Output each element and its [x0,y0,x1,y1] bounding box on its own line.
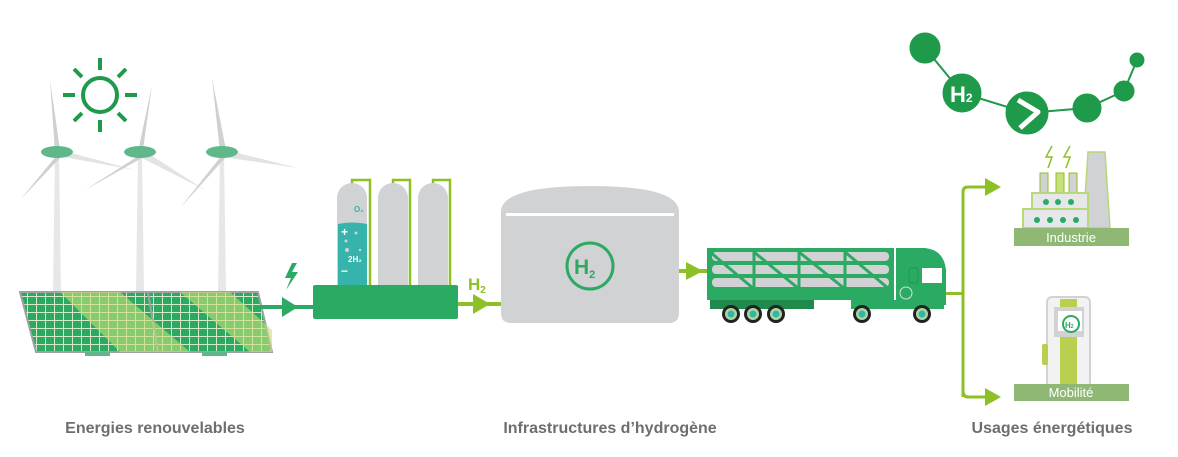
h2-arrow-sub: 2 [480,285,486,296]
truck-icon [707,248,946,323]
electrolyzer-icon: O₂ + 2H₂ − [313,178,458,319]
pump-sub: 2 [1071,324,1074,330]
caption-renewables: Energies renouvelables [65,420,245,437]
factory-icon [1022,145,1111,229]
mobility-label-bg [1014,384,1129,401]
wind-turbine-icon [20,78,298,292]
h2-flow-arrow: H2 [458,275,502,314]
distribution-arrows [946,178,1001,406]
h2-pump-icon: H2 [1042,296,1091,388]
sun-icon [63,58,137,132]
logo-sub: 2 [966,91,973,105]
industry-label: Industrie [1046,230,1096,245]
svg-text:H2: H2 [574,256,595,281]
tank-sub: 2 [589,269,595,281]
svg-text:H2: H2 [468,275,486,296]
h2-arrow-h: H [468,275,480,294]
pump-h: H [1065,321,1071,330]
h2-molecule-label: 2H₂ [348,255,362,264]
solar-panel-icon [18,291,274,356]
molecule-logo-icon: H2 [909,32,1145,135]
mobility-label: Mobilité [1049,385,1094,400]
logo-h: H [950,82,966,107]
power-arrow [258,263,314,317]
caption-infrastructure: Infrastructures d’hydrogène [503,420,716,437]
storage-tank-icon: H2 [501,186,679,323]
svg-text:H2: H2 [1065,321,1074,330]
minus-sign: − [341,264,348,278]
caption-uses: Usages énergétiques [972,420,1133,437]
transport-arrow [679,262,707,280]
o2-label: O₂ [354,205,364,214]
svg-text:H2: H2 [950,82,973,107]
lightning-icon [285,263,298,290]
industry-label-bg [1014,228,1129,246]
tank-h: H [574,256,589,279]
plus-sign: + [341,225,348,239]
